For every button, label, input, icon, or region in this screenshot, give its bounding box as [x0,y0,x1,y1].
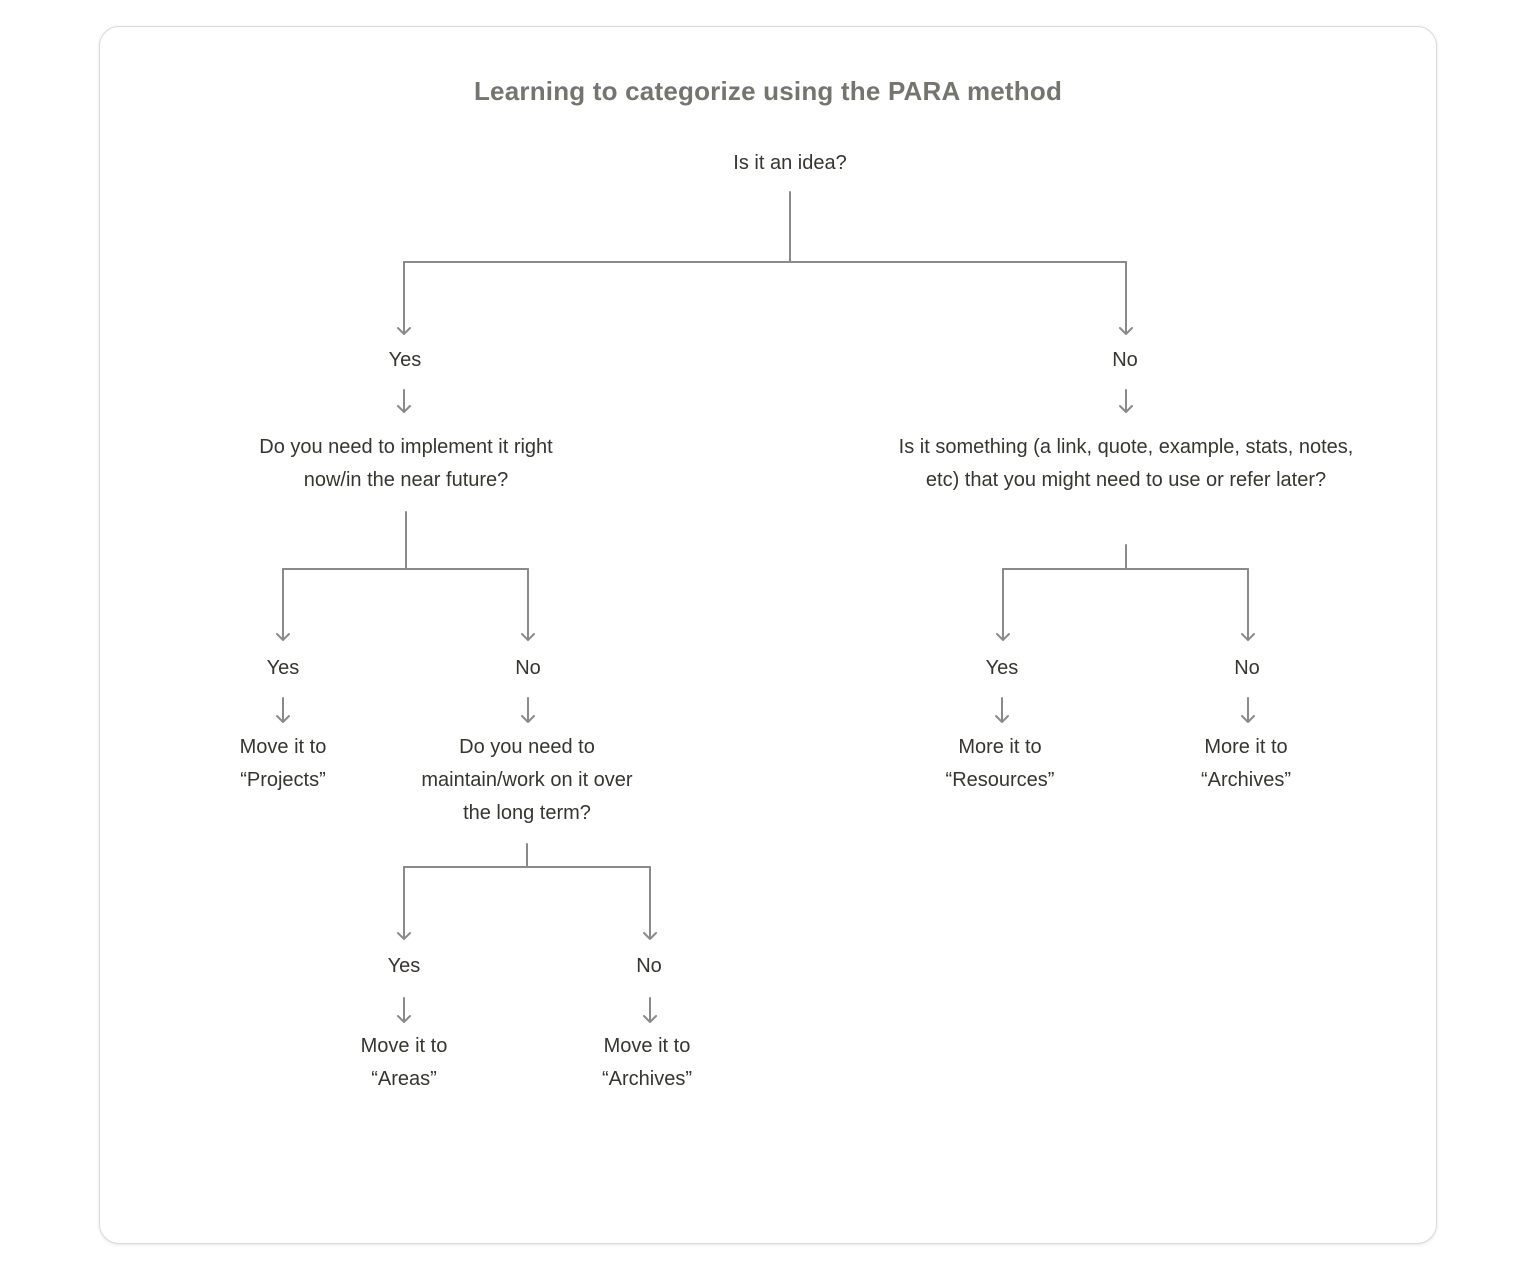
node-result-archives-right: More it to “Archives” [1200,736,1291,791]
diagram-card [99,26,1437,1244]
node-longterm-yes-answer: Yes [387,955,421,977]
arrow-left-yes [276,568,290,641]
arrow-root-no [1119,261,1133,335]
node-yes-answer: Yes [388,349,422,371]
arrow-right-yes-result [995,697,1009,723]
node-result-projects: Move it to “Projects” [239,736,327,791]
node-result-archives-left: Move it to “Archives” [601,1035,692,1090]
node-no-answer: No [1112,349,1138,371]
node-implement-question: Do you need to implement it right now/in… [259,436,553,491]
arrow-no-to-question [1119,389,1133,413]
arrow-left-no [521,568,535,641]
arrow-right-no-result [1241,697,1255,723]
arrow-root-yes [397,261,411,335]
arrow-yes-to-question [397,389,411,413]
arrow-longterm-no [643,866,657,940]
node-root-question: Is it an idea? [733,152,847,174]
diagram-title: Learning to categorize using the PARA me… [473,76,1063,106]
node-result-resources: More it to “Resources” [945,736,1055,791]
arrow-right-yes [996,568,1010,641]
arrow-longterm-no-result [643,997,657,1023]
arrow-left-no-question [521,697,535,723]
node-longterm-no-answer: No [636,955,662,977]
node-reference-question: Is it something (a link, quote, example,… [898,436,1354,491]
arrow-longterm-yes [397,866,411,940]
node-result-areas: Move it to “Areas” [360,1035,448,1090]
node-implement-yes-answer: Yes [266,657,300,679]
arrow-longterm-yes-result [397,997,411,1023]
arrow-left-yes-result [276,697,290,723]
arrow-right-no [1241,568,1255,641]
node-implement-no-answer: No [515,657,541,679]
node-reference-no-answer: No [1234,657,1260,679]
node-longterm-question: Do you need to maintain/work on it over … [421,736,633,824]
node-reference-yes-answer: Yes [985,657,1019,679]
